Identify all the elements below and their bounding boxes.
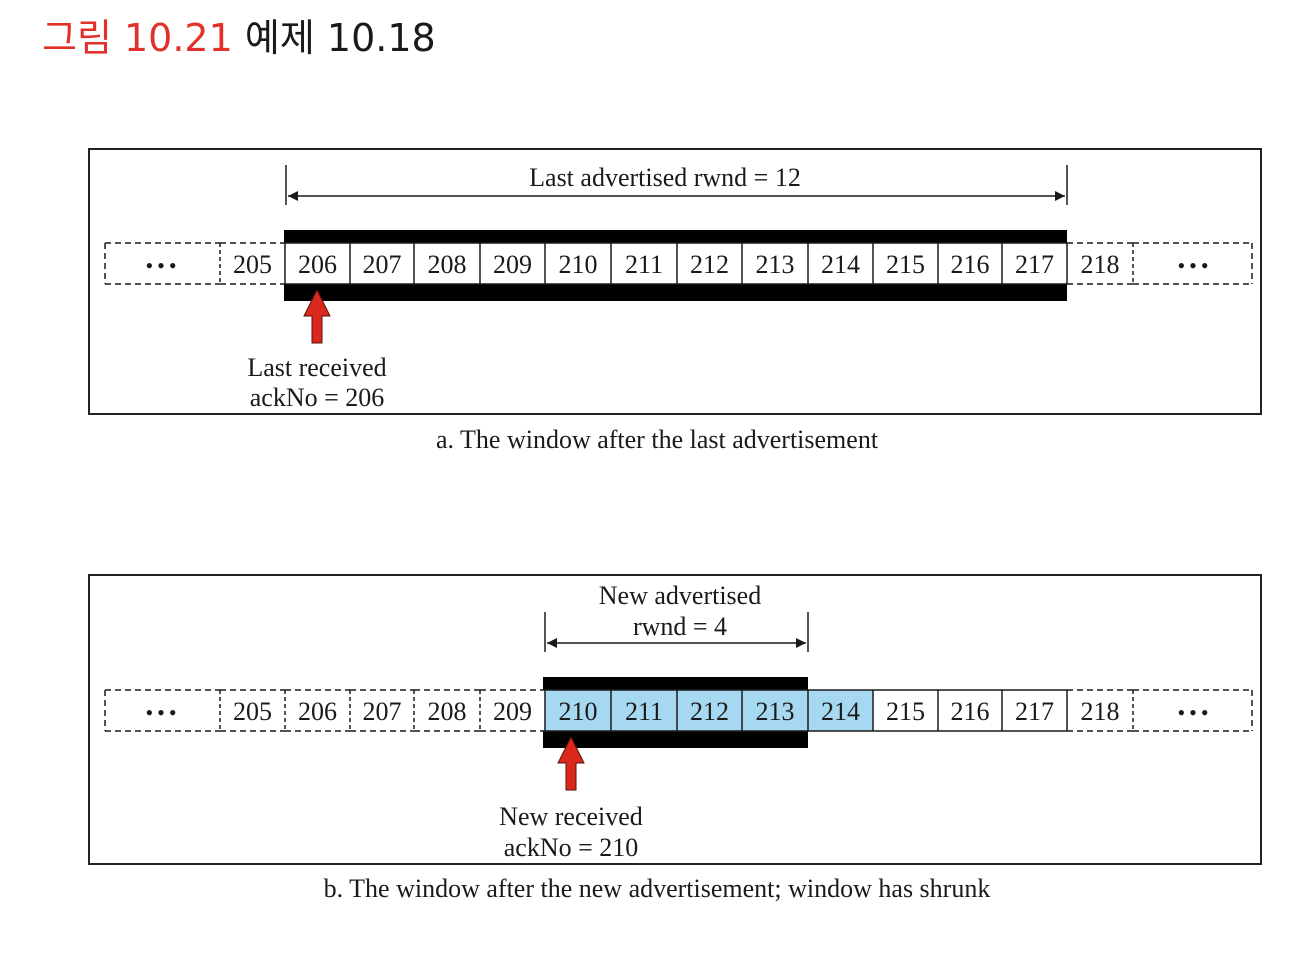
example-label: 예제 10.18 bbox=[244, 16, 436, 60]
panel-a-pointer-arrow-icon bbox=[303, 288, 331, 344]
panel_b-cell-label-205: 205 bbox=[233, 697, 272, 726]
panel_a-cell-label-206: 206 bbox=[298, 250, 337, 279]
panel_b-cell-fill-212 bbox=[677, 690, 742, 731]
panel_b-cell-fill-214 bbox=[808, 690, 873, 731]
panel-a-caption: a. The window after the last advertiseme… bbox=[435, 425, 879, 454]
panel_b-cell-label-209: 209 bbox=[493, 697, 532, 726]
panel-b-pointer-label-line2: ackNo = 210 bbox=[504, 833, 639, 862]
panel_b-cell-label-217: 217 bbox=[1015, 697, 1054, 726]
panel_b-cell-label-218: 218 bbox=[1081, 697, 1120, 726]
panel-a-window-bar-bottom bbox=[284, 284, 1067, 301]
panel_b-cell-label-207: 207 bbox=[363, 697, 402, 726]
panel-a-window-bar-top bbox=[284, 230, 1067, 243]
panel_a-cell-label-211: 211 bbox=[625, 250, 663, 279]
panel_b-cell-label-216: 216 bbox=[951, 697, 990, 726]
panel_b-cell-label-211: 211 bbox=[625, 697, 663, 726]
panel_b-cell-fill-213 bbox=[742, 690, 808, 731]
panel_a-cell-label-210: 210 bbox=[559, 250, 598, 279]
panel-b-rwnd-label-line2: rwnd = 4 bbox=[633, 612, 727, 641]
panel_b-cell-fill-211 bbox=[611, 690, 677, 731]
panel_b-cell-label-210: 210 bbox=[559, 697, 598, 726]
panel-a-rwnd-label: Last advertised rwnd = 12 bbox=[529, 163, 801, 192]
panel_b-cell-label-213: 213 bbox=[756, 697, 795, 726]
panel_a-cell-label-215: 215 bbox=[886, 250, 925, 279]
page-title: 그림 10.21 예제 10.18 bbox=[42, 12, 436, 64]
panel_a-cell-label-214: 214 bbox=[821, 250, 860, 279]
panel_b-cell-fill-210 bbox=[545, 690, 611, 731]
panel-a-pointer-label-line1: Last received bbox=[247, 353, 386, 382]
panel_a-cell-label-207: 207 bbox=[363, 250, 402, 279]
panel_a-cell-label-209: 209 bbox=[493, 250, 532, 279]
panel_a-cell-label-218: 218 bbox=[1081, 250, 1120, 279]
panel_a-cell-label-205: 205 bbox=[233, 250, 272, 279]
panel-b-rwnd-label-line1: New advertised bbox=[599, 581, 761, 610]
panel-a-pointer-label-line2: ackNo = 206 bbox=[250, 383, 385, 412]
panel-b-frame bbox=[88, 574, 1262, 865]
panel_a-ellipsis-left: ••• bbox=[145, 253, 180, 278]
panel_b-cell-label-208: 208 bbox=[428, 697, 467, 726]
panel_a-cell-label-212: 212 bbox=[690, 250, 729, 279]
panel_b-ellipsis-right: ••• bbox=[1177, 700, 1212, 725]
panel-b-window-bar-bottom bbox=[543, 731, 808, 748]
panel-b-caption: b. The window after the new advertisemen… bbox=[323, 874, 991, 903]
panel_a-cell-label-213: 213 bbox=[756, 250, 795, 279]
panel-b-pointer-arrow-icon bbox=[557, 735, 585, 791]
panel_a-cell-label-208: 208 bbox=[428, 250, 467, 279]
panel_b-ellipsis-left: ••• bbox=[145, 700, 180, 725]
panel_b-cell-label-212: 212 bbox=[690, 697, 729, 726]
panel_b-cell-label-214: 214 bbox=[821, 697, 860, 726]
panel-b-pointer-label-line1: New received bbox=[499, 802, 643, 831]
panel-a-frame bbox=[88, 148, 1262, 415]
panel-b-window-bar-top bbox=[543, 677, 808, 690]
panel_a-cell-label-216: 216 bbox=[951, 250, 990, 279]
panel-a-byte-row: 205 206 207 208 209 210 211 212 213 214 215 216 217 2… bbox=[104, 242, 1253, 285]
panel_b-cell-label-206: 206 bbox=[298, 697, 337, 726]
panel_a-cell-label-217: 217 bbox=[1015, 250, 1054, 279]
panel_a-ellipsis-right: ••• bbox=[1177, 253, 1212, 278]
figure-label: 그림 10.21 bbox=[42, 16, 233, 60]
panel-b-byte-row: 205 206 207 208 209 210 211 212 213 214 215 216 217 2… bbox=[104, 689, 1253, 732]
panel_b-cell-label-215: 215 bbox=[886, 697, 925, 726]
